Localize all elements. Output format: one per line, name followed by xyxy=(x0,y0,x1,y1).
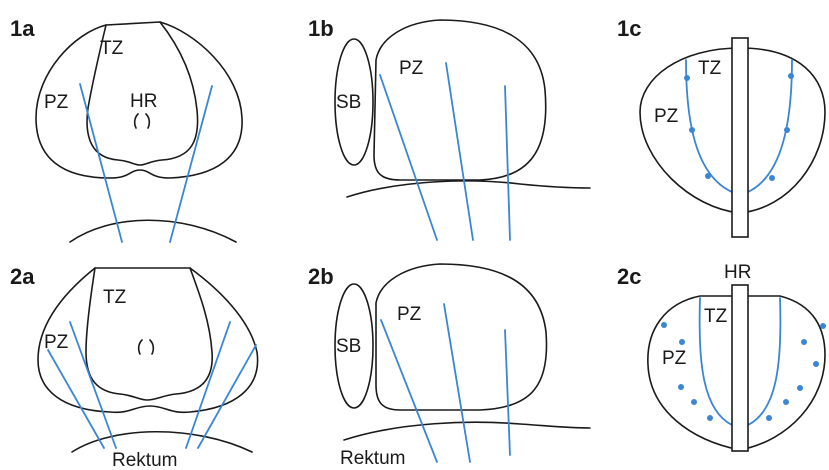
biopsy-needle xyxy=(79,83,123,243)
panel-1c-label: 1c xyxy=(617,16,641,41)
prostate-outline xyxy=(35,21,243,179)
prostate-outline xyxy=(37,267,259,414)
biopsy-site xyxy=(813,361,819,367)
tz-label: TZ xyxy=(704,306,728,327)
hr-label: HR xyxy=(130,91,157,112)
pz-label: PZ xyxy=(399,58,424,79)
panel-2b: 2b SB PZ Rektum xyxy=(308,263,591,469)
pz-label: PZ xyxy=(44,332,69,353)
tz-label: TZ xyxy=(698,58,722,79)
panel-2b-label: 2b xyxy=(308,264,334,289)
rektum-label: Rektum xyxy=(112,450,177,470)
biopsy-needle xyxy=(504,85,511,241)
biopsy-site xyxy=(801,339,807,345)
panel-1b: 1b SB PZ xyxy=(308,16,591,241)
transition-zone-boundary xyxy=(747,297,782,426)
urethra-mark xyxy=(133,113,151,129)
panel-1a: 1a TZ PZ HR xyxy=(10,16,243,243)
biopsy-needle xyxy=(445,62,474,241)
panel-2a: 2a TZ PZ Rektum xyxy=(10,264,259,470)
biopsy-needle xyxy=(380,319,438,463)
sb-label: SB xyxy=(336,92,361,113)
biopsy-site xyxy=(678,384,684,390)
seminal-vesicle xyxy=(334,283,374,409)
pz-label: PZ xyxy=(44,92,69,113)
rektum-label: Rektum xyxy=(340,448,405,469)
pz-label: PZ xyxy=(662,348,687,369)
biopsy-needle xyxy=(169,85,213,243)
biopsy-site xyxy=(766,415,772,421)
transition-zone-boundary xyxy=(747,59,793,193)
tz-label: TZ xyxy=(100,38,124,59)
tz-label: TZ xyxy=(103,287,127,308)
pz-label: PZ xyxy=(397,304,422,325)
biopsy-site xyxy=(769,175,775,181)
biopsy-needle xyxy=(69,321,117,449)
rectum-line xyxy=(346,180,591,198)
ultrasound-probe xyxy=(731,284,749,452)
biopsy-needle xyxy=(47,349,105,449)
biopsy-site xyxy=(689,127,695,133)
biopsy-needle xyxy=(197,344,257,449)
panel-2a-label: 2a xyxy=(10,264,35,289)
transition-zone-boundary xyxy=(685,59,733,193)
panel-1b-label: 1b xyxy=(308,16,334,41)
sb-label: SB xyxy=(336,336,361,357)
pz-label: PZ xyxy=(654,106,679,127)
biopsy-site xyxy=(784,127,790,133)
panel-2c: 2c HR TZ PZ xyxy=(617,262,826,452)
prostate-outline xyxy=(375,263,548,411)
biopsy-needle xyxy=(443,303,471,463)
biopsy-needle xyxy=(379,74,438,241)
transition-zone-outline xyxy=(85,267,213,401)
urethra-mark xyxy=(137,339,155,355)
rectum-curve xyxy=(71,430,253,453)
biopsy-site xyxy=(684,75,690,81)
prostate-outline xyxy=(373,19,547,181)
biopsy-site xyxy=(661,322,667,328)
transition-zone-outline xyxy=(86,21,199,166)
biopsy-needle xyxy=(185,321,231,449)
biopsy-site xyxy=(788,73,794,79)
biopsy-site xyxy=(705,173,711,179)
rectum-line xyxy=(343,421,591,441)
transition-zone-boundary xyxy=(698,297,733,426)
biopsy-site xyxy=(797,385,803,391)
biopsy-needle xyxy=(504,329,511,456)
seminal-vesicle xyxy=(334,38,374,166)
panel-2c-label: 2c xyxy=(617,264,641,289)
panel-1c: 1c TZ PZ xyxy=(617,16,826,238)
biopsy-site xyxy=(783,399,789,405)
biopsy-site xyxy=(679,339,685,345)
panel-1a-label: 1a xyxy=(10,16,35,41)
biopsy-site xyxy=(820,323,826,329)
rectum-curve xyxy=(69,219,237,243)
ultrasound-probe xyxy=(731,37,749,238)
hr-label: HR xyxy=(724,262,751,283)
biopsy-site xyxy=(707,415,713,421)
biopsy-site xyxy=(691,399,697,405)
